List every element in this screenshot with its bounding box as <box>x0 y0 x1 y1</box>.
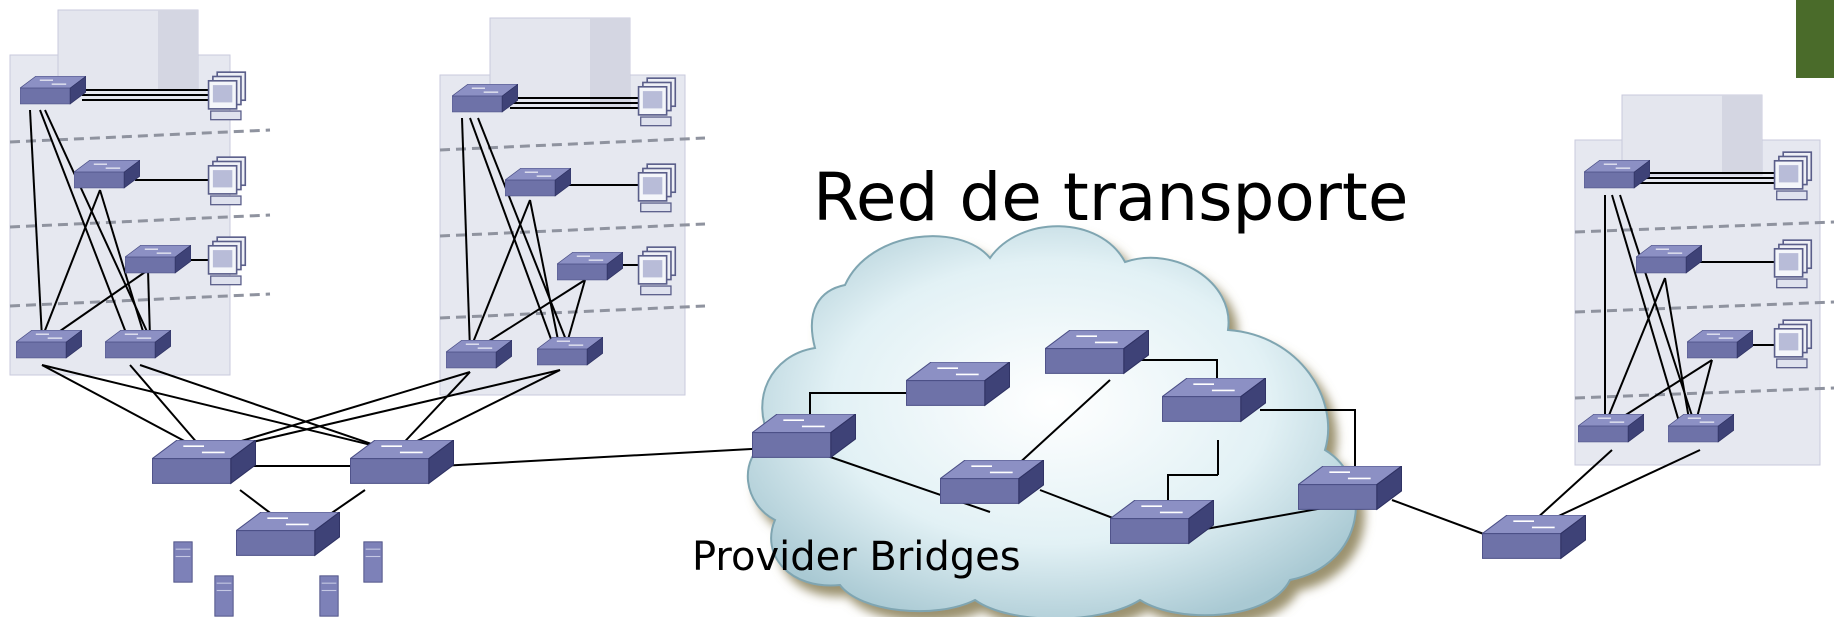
pb-switch-3 <box>1045 330 1149 375</box>
core-links <box>41 364 1701 541</box>
cloud-label: Provider Bridges <box>692 534 1021 580</box>
server-2 <box>214 575 234 617</box>
switch-core-1 <box>152 440 256 485</box>
switch-b2-floor3 <box>557 252 623 281</box>
switch-b1-floor2 <box>74 160 140 189</box>
pc-b2-1 <box>637 77 677 127</box>
switch-b1-distrib-1 <box>16 330 82 359</box>
switch-b3-floor2 <box>1636 245 1702 274</box>
switch-b2-distrib-2 <box>537 337 603 366</box>
switch-core-2 <box>350 440 454 485</box>
pc-b3-1 <box>1773 151 1813 201</box>
switch-b3-floor3 <box>1687 330 1753 359</box>
pb-switch-5 <box>940 460 1044 505</box>
switch-b2-distrib-1 <box>446 340 512 369</box>
switch-b3-floor1 <box>1584 160 1650 189</box>
pc-b1-1 <box>207 71 247 121</box>
pb-switch-egress <box>1298 466 1402 511</box>
switch-b3-distrib-2 <box>1668 414 1734 443</box>
switch-b2-floor2 <box>505 168 571 197</box>
pb-switch-6 <box>1110 500 1214 545</box>
server-4 <box>363 541 383 583</box>
pc-b1-3 <box>207 236 247 286</box>
switch-b1-floor1 <box>20 76 86 105</box>
building-1-links <box>29 89 210 339</box>
pb-switch-ingress <box>752 414 856 459</box>
switch-b1-floor3 <box>125 245 191 274</box>
server-3 <box>319 575 339 617</box>
switch-server-access <box>236 512 340 557</box>
diagram-title: Red de transporte <box>813 159 1408 236</box>
server-1 <box>173 541 193 583</box>
building-2-links <box>461 97 640 351</box>
pc-b3-2 <box>1773 239 1813 289</box>
pc-b2-3 <box>637 246 677 296</box>
pc-b2-2 <box>637 163 677 213</box>
pb-switch-2 <box>906 362 1010 407</box>
switch-b3-edge <box>1482 515 1586 560</box>
building-3-links <box>1604 172 1775 426</box>
pb-switch-4 <box>1162 378 1266 423</box>
pc-b1-2 <box>207 156 247 206</box>
switch-b2-floor1 <box>452 84 518 113</box>
switch-b3-distrib-1 <box>1578 414 1644 443</box>
corner-badge <box>1796 0 1834 78</box>
switch-b1-distrib-2 <box>105 330 171 359</box>
pc-b3-3 <box>1773 319 1813 369</box>
